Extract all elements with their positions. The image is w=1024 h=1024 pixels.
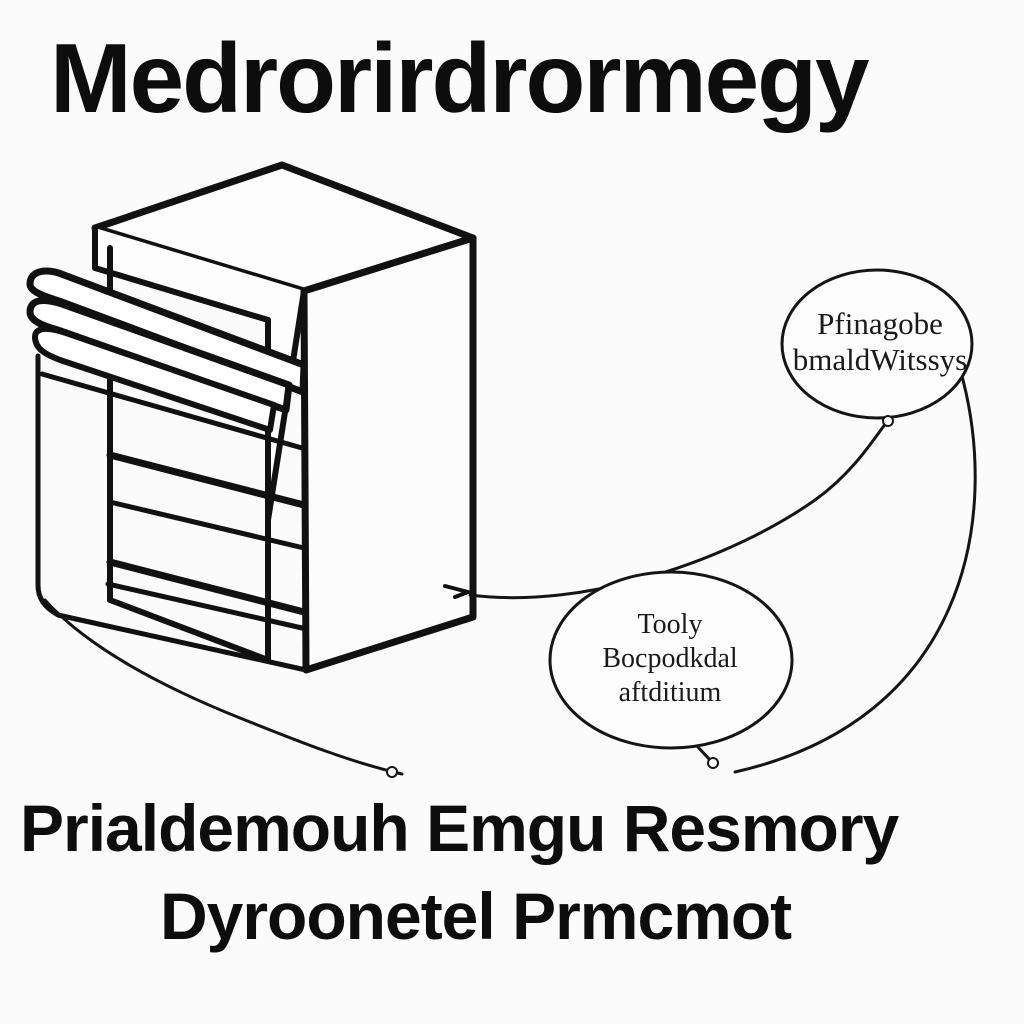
bottom-bubble (548, 570, 794, 750)
connector-server-to-footer (43, 598, 404, 776)
cabinet-tray-top (26, 267, 308, 396)
cabinet-slot-3 (107, 499, 307, 551)
cabinet-right-face (300, 234, 477, 674)
cabinet-tray-bottom (32, 325, 277, 433)
connector-server-to-top-bubble (468, 418, 890, 600)
cabinet-body-back (107, 245, 271, 663)
cabinet-port-mark (443, 584, 470, 599)
cabinet-slot-2 (106, 451, 308, 509)
cabinet-slot-4 (106, 558, 308, 616)
page-title: Medrorirdrormegy (50, 23, 870, 133)
top-bubble-line-1: Pfinagobe (817, 306, 943, 341)
cabinet-slot-5 (105, 581, 305, 631)
bottom-bubble-text: Tooly Bocpodkdal aftditium (565, 608, 775, 710)
footer-connector-dot-right (707, 757, 719, 769)
bottom-bubble-line-2: Bocpodkdal (602, 643, 738, 674)
cabinet-tray-middle (26, 296, 293, 414)
bottom-bubble-line-1: Tooly (637, 609, 703, 640)
top-bubble (780, 268, 974, 420)
footer-line-1: Prialdemouh Emgu Resmory (20, 791, 899, 865)
connection-lines (43, 374, 977, 776)
footer-line-2: Dyroonetel Prmcmot (160, 879, 792, 953)
top-bubble-connector-dot (882, 415, 894, 427)
cabinet-slot-1 (39, 371, 305, 451)
bottom-bubble-line-3: aftditium (618, 677, 722, 708)
footer-connector-dot-left (386, 766, 398, 778)
connector-top-bubble-to-footer (733, 374, 977, 774)
top-bubble-text: Pfinagobe bmaldWitssys (790, 306, 970, 378)
server-cabinet-icon (26, 161, 477, 674)
top-bubble-line-2: bmaldWitssys (792, 342, 968, 377)
